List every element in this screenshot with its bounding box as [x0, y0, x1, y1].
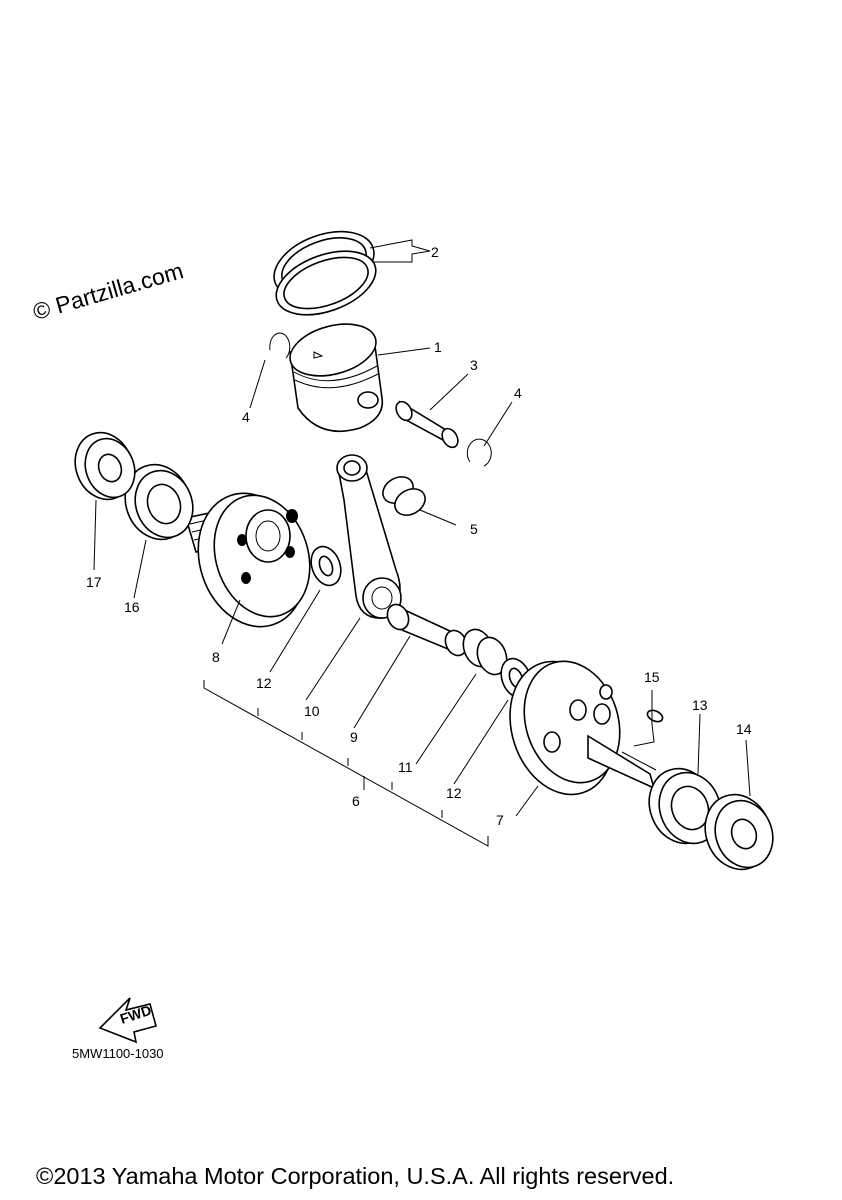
crank-half-right — [509, 660, 657, 817]
woodruff-key — [633, 690, 664, 747]
callout-9: 9 — [350, 729, 358, 745]
callout-5: 5 — [470, 521, 478, 537]
crank-bearing-left — [124, 463, 194, 599]
connecting-rod — [305, 454, 402, 701]
callout-3: 3 — [470, 357, 478, 373]
piston-pin — [395, 373, 469, 449]
piston — [289, 323, 431, 432]
callout-12-left: 12 — [256, 675, 272, 691]
piston-pin-clips — [249, 332, 513, 467]
crank-bearing-right — [648, 713, 722, 845]
callout-13: 13 — [692, 697, 708, 713]
callout-2: 2 — [431, 244, 439, 260]
callout-14: 14 — [736, 721, 752, 737]
piston-rings — [273, 230, 431, 316]
callout-labels: 2 1 3 4 4 5 17 16 8 12 10 9 11 6 12 7 15… — [86, 244, 752, 828]
callout-12-right: 12 — [446, 785, 462, 801]
crank-washers — [269, 545, 532, 785]
callout-4-right: 4 — [514, 385, 522, 401]
callout-8: 8 — [212, 649, 220, 665]
fwd-arrow-icon: FWD — [98, 997, 157, 1044]
crank-pin — [353, 603, 468, 729]
crankshaft-assembly-bracket — [203, 680, 489, 847]
callout-16: 16 — [124, 599, 140, 615]
callout-11: 11 — [398, 759, 413, 775]
callout-6: 6 — [352, 793, 360, 809]
callout-4-left: 4 — [242, 409, 250, 425]
crank-half-left — [184, 492, 311, 645]
oil-seal-right — [704, 739, 774, 871]
oil-seal-left — [74, 431, 136, 571]
big-end-bearing — [415, 628, 508, 765]
drawing-code: 5MW1100-1030 — [72, 1046, 164, 1061]
callout-15: 15 — [644, 669, 660, 685]
callout-1: 1 — [434, 339, 442, 355]
callout-10: 10 — [304, 703, 320, 719]
copyright-notice: ©2013 Yamaha Motor Corporation, U.S.A. A… — [36, 1163, 675, 1189]
callout-7: 7 — [496, 812, 504, 828]
small-end-bearing — [382, 476, 457, 526]
callout-17: 17 — [86, 574, 102, 590]
